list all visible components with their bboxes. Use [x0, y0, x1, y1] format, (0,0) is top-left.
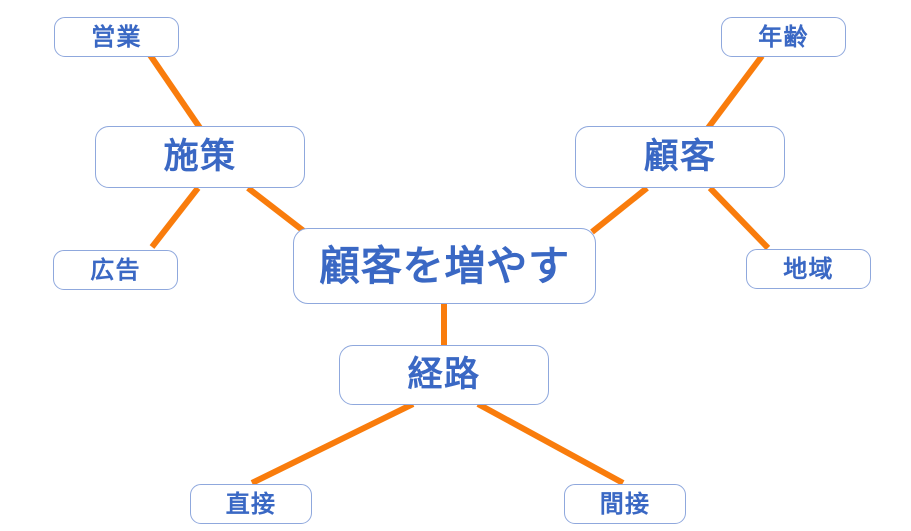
node-leaf-age[interactable]: 年齢 — [721, 17, 846, 57]
connector-age-to-customer — [705, 54, 765, 130]
connector-ad-to-measures — [149, 186, 201, 249]
node-central-label: 顧客を増やす — [319, 241, 570, 290]
node-leaf-direct-label: 直接 — [225, 490, 277, 518]
connector-customer-to-region — [707, 185, 771, 251]
node-branch-measures[interactable]: 施策 — [95, 126, 305, 188]
node-leaf-age-label: 年齢 — [758, 23, 809, 51]
connector-route-to-indirect — [476, 401, 625, 486]
node-leaf-advertising[interactable]: 広告 — [53, 250, 178, 290]
node-branch-route[interactable]: 経路 — [339, 345, 549, 405]
node-leaf-region-label: 地域 — [783, 255, 834, 283]
node-leaf-advertising-label: 広告 — [90, 256, 141, 284]
connector-measures-to-central — [246, 185, 307, 235]
node-branch-customer[interactable]: 顧客 — [575, 126, 785, 188]
node-central[interactable]: 顧客を増やす — [293, 228, 596, 304]
connector-central-to-customer — [590, 185, 649, 235]
node-leaf-region[interactable]: 地域 — [746, 249, 871, 289]
node-leaf-direct[interactable]: 直接 — [190, 484, 312, 524]
connector-sales-to-measures — [147, 53, 203, 130]
node-leaf-sales[interactable]: 営業 — [54, 17, 179, 57]
node-leaf-indirect[interactable]: 間接 — [564, 484, 686, 524]
node-branch-measures-label: 施策 — [163, 136, 237, 177]
node-leaf-indirect-label: 間接 — [599, 490, 651, 518]
node-branch-route-label: 経路 — [407, 354, 481, 395]
node-leaf-sales-label: 営業 — [91, 23, 142, 51]
connector-route-to-direct — [250, 401, 415, 486]
node-branch-customer-label: 顧客 — [643, 136, 717, 177]
